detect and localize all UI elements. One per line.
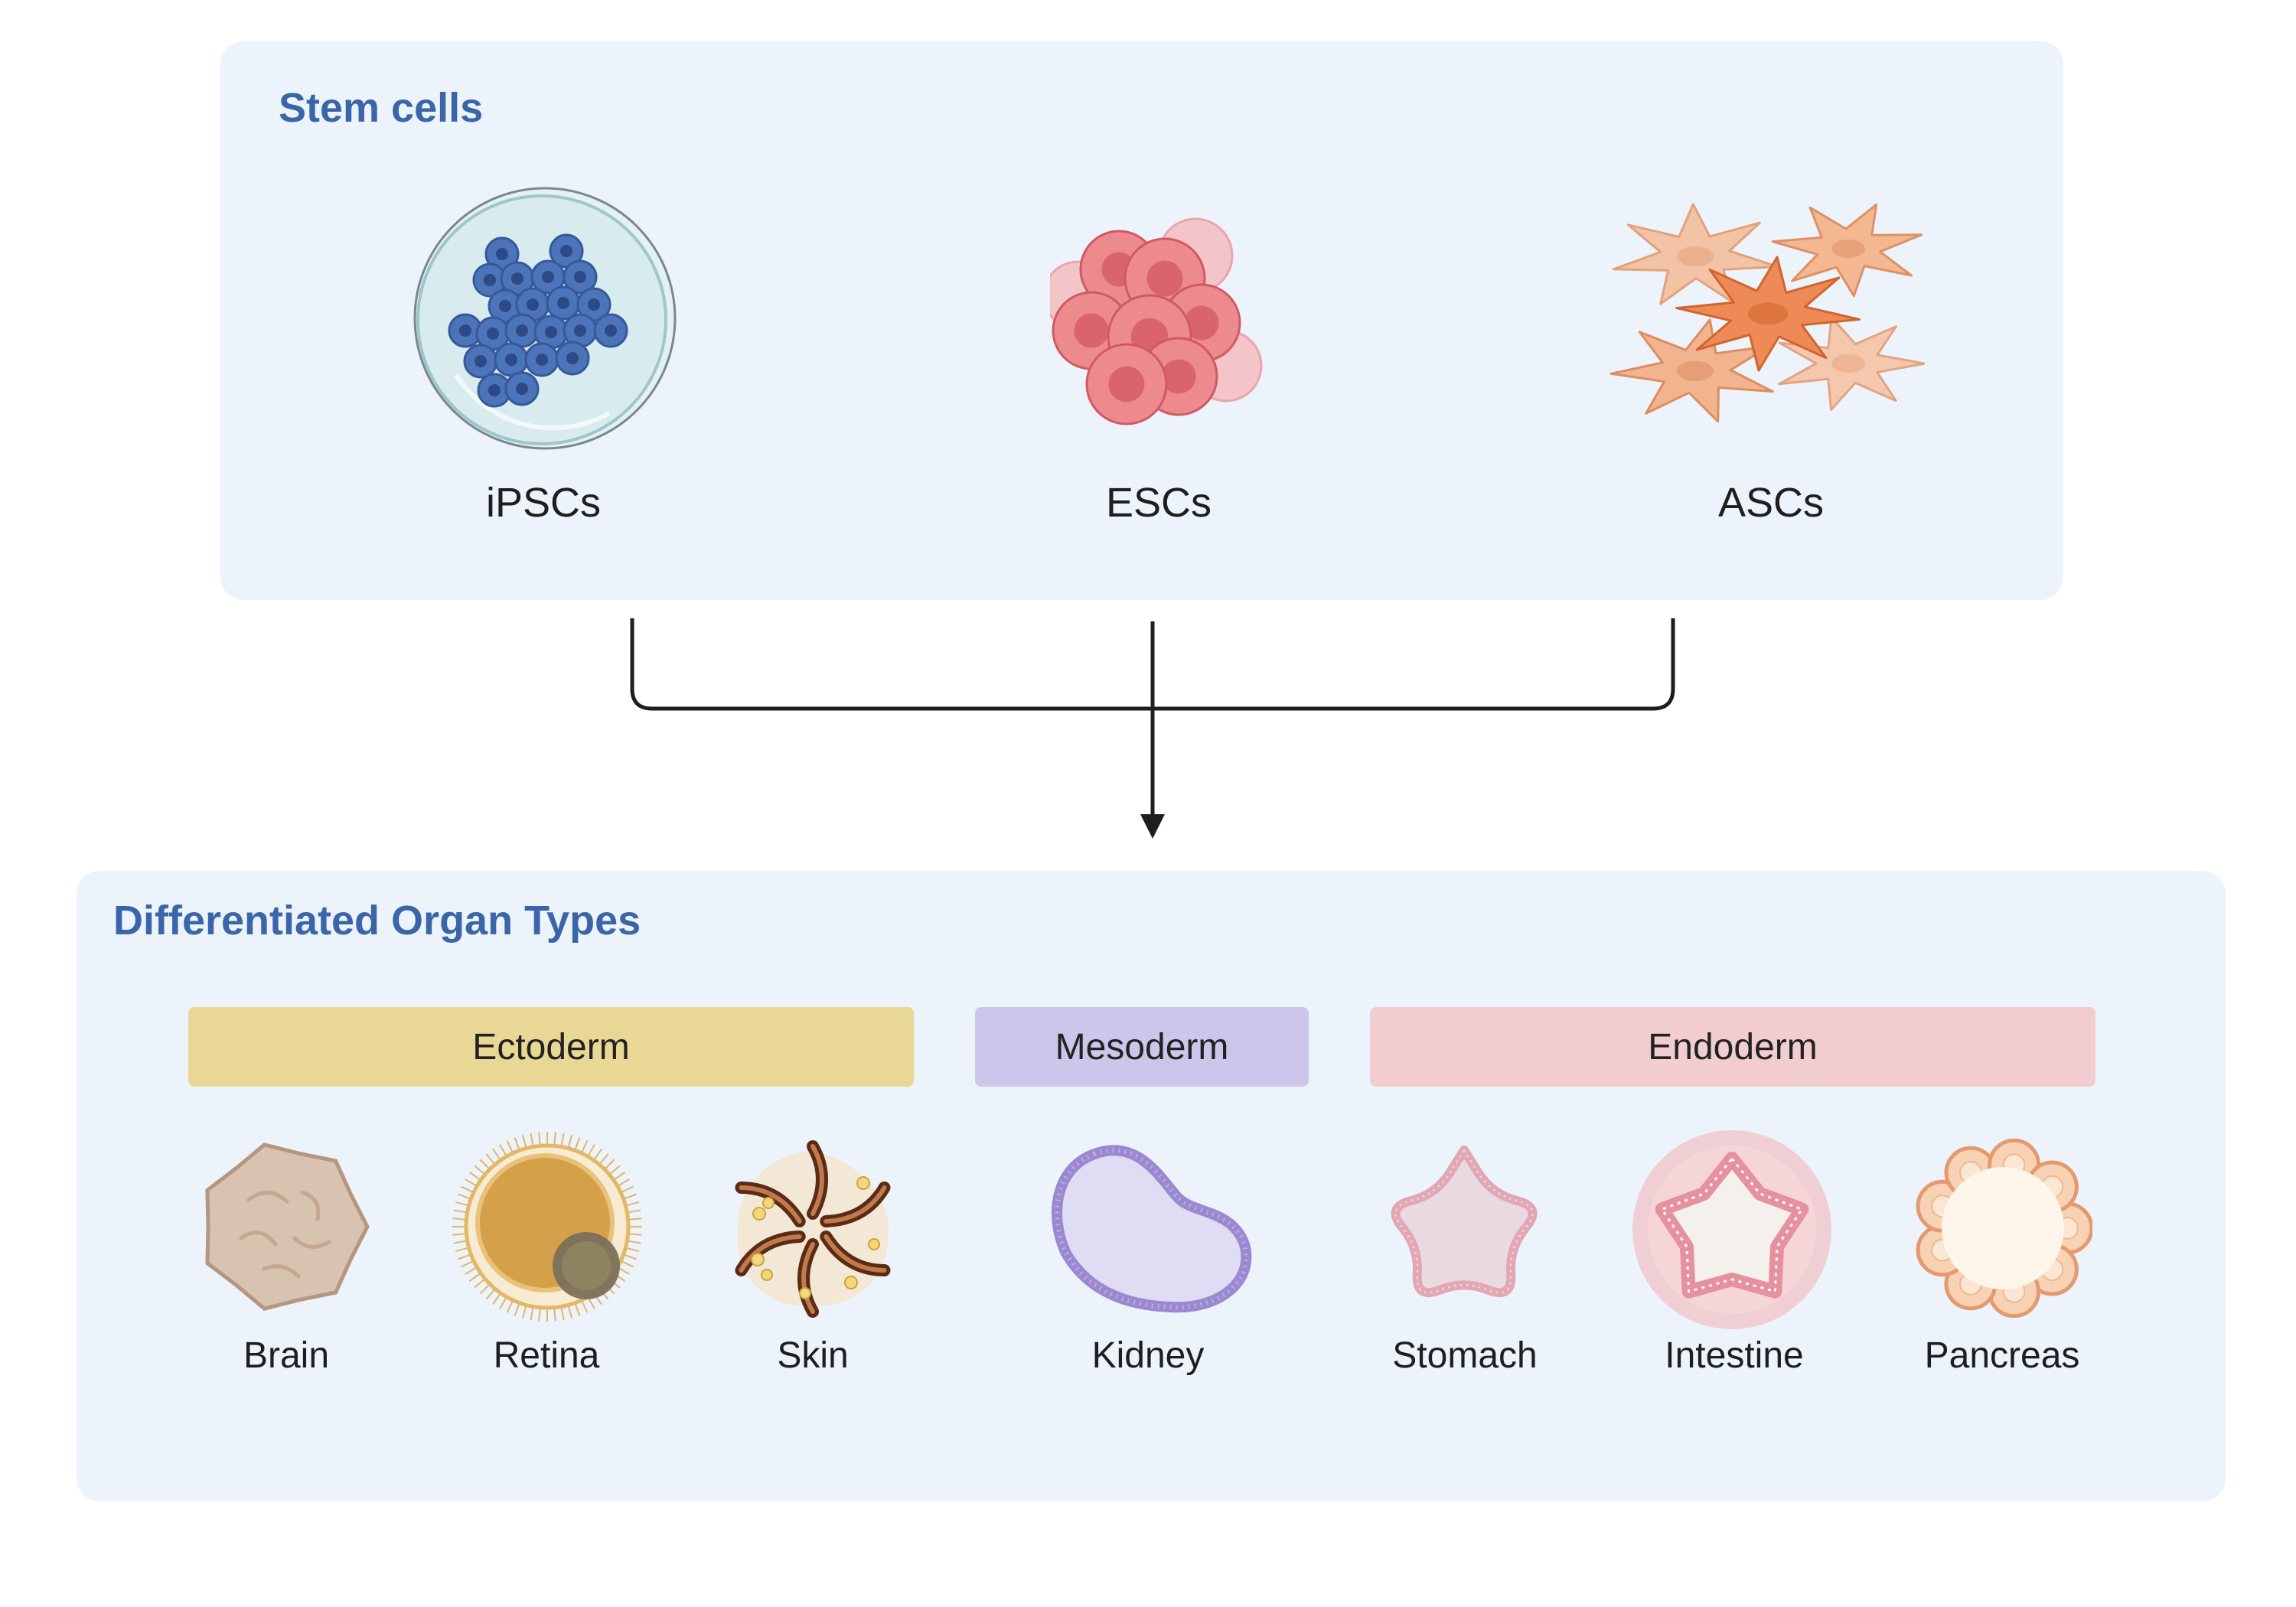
mesoderm-banner: Mesoderm [975,1007,1309,1087]
organ-label-kidney: Kidney [1091,1335,1205,1376]
ectoderm-banner: Ectoderm [188,1007,914,1087]
endoderm-banner: Endoderm [1370,1007,2095,1087]
escs-label: ESCs [1105,480,1212,526]
embryonic-cell-cluster-icon [1050,217,1263,425]
ipscs-label: iPSCs [485,480,602,526]
organ-label-intestine: Intestine [1665,1335,1804,1376]
skin-organoid-icon [735,1140,891,1318]
stomach-organoid-icon [1391,1146,1538,1298]
retina-organoid-icon [452,1132,642,1322]
convergence-arrow [630,618,1675,839]
stem-cells-title: Stem cells [279,85,484,131]
brain-organoid-icon [205,1143,370,1311]
organ-types-title: Differentiated Organ Types [113,898,641,944]
organ-label-skin: Skin [777,1335,849,1376]
intestine-organoid-icon [1632,1130,1831,1329]
pancreas-organoid-icon [1916,1139,2092,1318]
petri-dish-cell-colony-icon [413,187,677,450]
organ-label-retina: Retina [493,1335,600,1376]
ascs-label: ASCs [1717,480,1825,526]
organ-label-brain: Brain [243,1335,330,1376]
organ-label-stomach: Stomach [1392,1335,1538,1376]
stellate-adult-stem-cells-icon [1609,203,1925,423]
organ-label-pancreas: Pancreas [1924,1335,2080,1376]
kidney-organoid-icon [1052,1145,1252,1313]
